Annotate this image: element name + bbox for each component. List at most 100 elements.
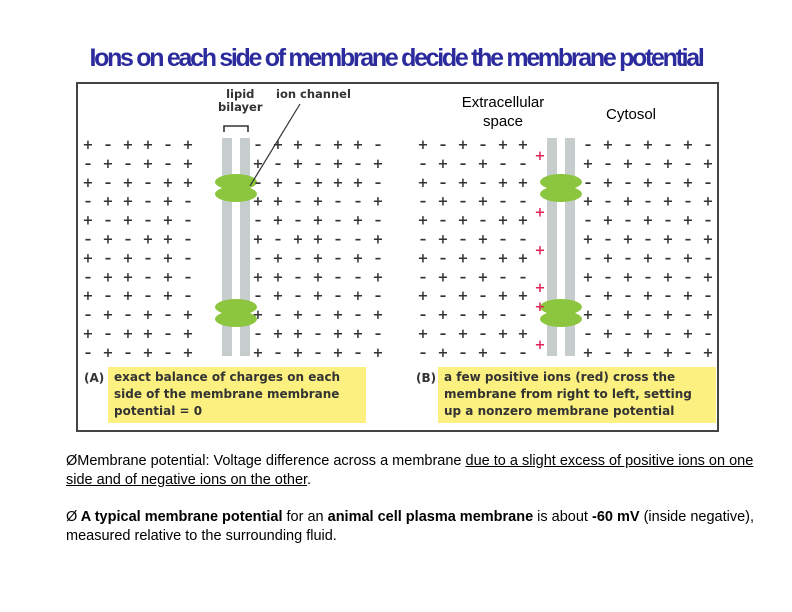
charge-sign: – (335, 214, 342, 229)
charge-sign: – (645, 233, 652, 248)
charge-sign: + (418, 327, 429, 342)
charge-sign: – (685, 270, 692, 285)
charge-sign: – (705, 176, 712, 191)
charge-sign: + (603, 176, 614, 191)
charge-sign: + (438, 346, 449, 361)
charge-sign: + (438, 195, 449, 210)
charge-sign: + (273, 195, 284, 210)
charge-sign: + (703, 233, 714, 248)
charge-sign: + (253, 346, 264, 361)
charge-sign: – (295, 176, 302, 191)
charge-sign: + (583, 346, 594, 361)
charge-sign: – (520, 157, 527, 172)
charge-sign: + (373, 346, 384, 361)
charge-sign: – (605, 195, 612, 210)
charge-sign: + (353, 214, 364, 229)
charge-sign: – (500, 195, 507, 210)
charge-sign: + (663, 195, 674, 210)
charge-sign: – (165, 308, 172, 323)
charge-sign: – (255, 251, 262, 266)
charge-sign: – (605, 346, 612, 361)
charge-sign: – (355, 233, 362, 248)
charge-sign: – (85, 233, 92, 248)
charge-sign: – (645, 157, 652, 172)
charge-sign: – (145, 176, 152, 191)
charge-sign: + (313, 233, 324, 248)
charge-sign: + (253, 270, 264, 285)
bullet-text: for an (282, 509, 328, 525)
charge-sign: + (643, 251, 654, 266)
panel-a-membrane-ion-channel-top (215, 174, 257, 190)
bullet-bold-value: -60 mV (591, 509, 640, 525)
charge-sign: + (183, 346, 194, 361)
charge-sign: – (665, 327, 672, 342)
charge-sign: + (123, 176, 134, 191)
charge-sign: – (255, 176, 262, 191)
charge-sign: – (295, 289, 302, 304)
charge-sign: – (625, 176, 632, 191)
charge-sign: – (440, 289, 447, 304)
charge-sign: – (480, 327, 487, 342)
charge-sign: – (420, 157, 427, 172)
charge-sign: – (440, 214, 447, 229)
charge-sign: + (353, 327, 364, 342)
charge-sign: + (663, 308, 674, 323)
charge-sign: + (603, 214, 614, 229)
panel-a-membrane-ion-channel-bottom (215, 311, 257, 327)
charge-sign: + (478, 195, 489, 210)
panel-b-membrane-ion-channel-bottom (540, 311, 582, 327)
charge-sign: + (293, 308, 304, 323)
charge-sign: – (605, 270, 612, 285)
charge-sign: + (478, 157, 489, 172)
charge-sign: – (125, 346, 132, 361)
bullet-arrow-icon: Ø (66, 509, 78, 525)
charge-sign: – (105, 176, 112, 191)
charge-sign: – (375, 327, 382, 342)
charge-sign: + (333, 157, 344, 172)
charge-sign: + (438, 270, 449, 285)
charge-sign: – (375, 289, 382, 304)
charge-sign: – (85, 308, 92, 323)
extracellular-label: Extracellular space (461, 94, 545, 130)
charge-sign: + (293, 157, 304, 172)
charge-sign: + (313, 289, 324, 304)
charge-sign: + (333, 327, 344, 342)
charge-sign: – (315, 346, 322, 361)
charge-sign: + (123, 289, 134, 304)
charge-sign: + (163, 176, 174, 191)
panel-a-membrane-leaflet-outer (222, 138, 232, 356)
charge-sign: + (418, 251, 429, 266)
charge-sign: – (145, 270, 152, 285)
charge-sign: + (253, 308, 264, 323)
charge-sign: + (623, 270, 634, 285)
charge-sign: + (643, 138, 654, 153)
charge-sign: + (273, 327, 284, 342)
charge-sign: + (478, 346, 489, 361)
charge-sign: + (623, 195, 634, 210)
charge-sign: + (83, 289, 94, 304)
charge-sign: – (165, 327, 172, 342)
charge-sign: + (273, 138, 284, 153)
charge-sign: + (623, 346, 634, 361)
charge-sign: – (440, 176, 447, 191)
charge-sign: – (605, 233, 612, 248)
charge-sign: + (103, 270, 114, 285)
bullet-bold-text: animal cell plasma membrane (327, 509, 534, 525)
charge-sign: – (645, 346, 652, 361)
charge-sign: + (478, 308, 489, 323)
charge-sign: – (145, 195, 152, 210)
charge-sign: + (518, 138, 529, 153)
bullet-underlined-text: due to a slight excess of positive ions … (66, 453, 754, 488)
charge-sign: + (683, 138, 694, 153)
bullet-typical-potential: Ø A typical membrane potential for an an… (66, 508, 756, 546)
charge-sign: – (440, 251, 447, 266)
charge-sign: – (645, 195, 652, 210)
charge-sign: + (683, 327, 694, 342)
charge-sign: – (255, 214, 262, 229)
charge-sign: + (603, 289, 614, 304)
panel-b-membrane-ion-channel-bottom (540, 186, 582, 202)
charge-sign: + (663, 346, 674, 361)
charge-sign: – (705, 138, 712, 153)
charge-sign: + (123, 138, 134, 153)
charge-sign: + (143, 346, 154, 361)
